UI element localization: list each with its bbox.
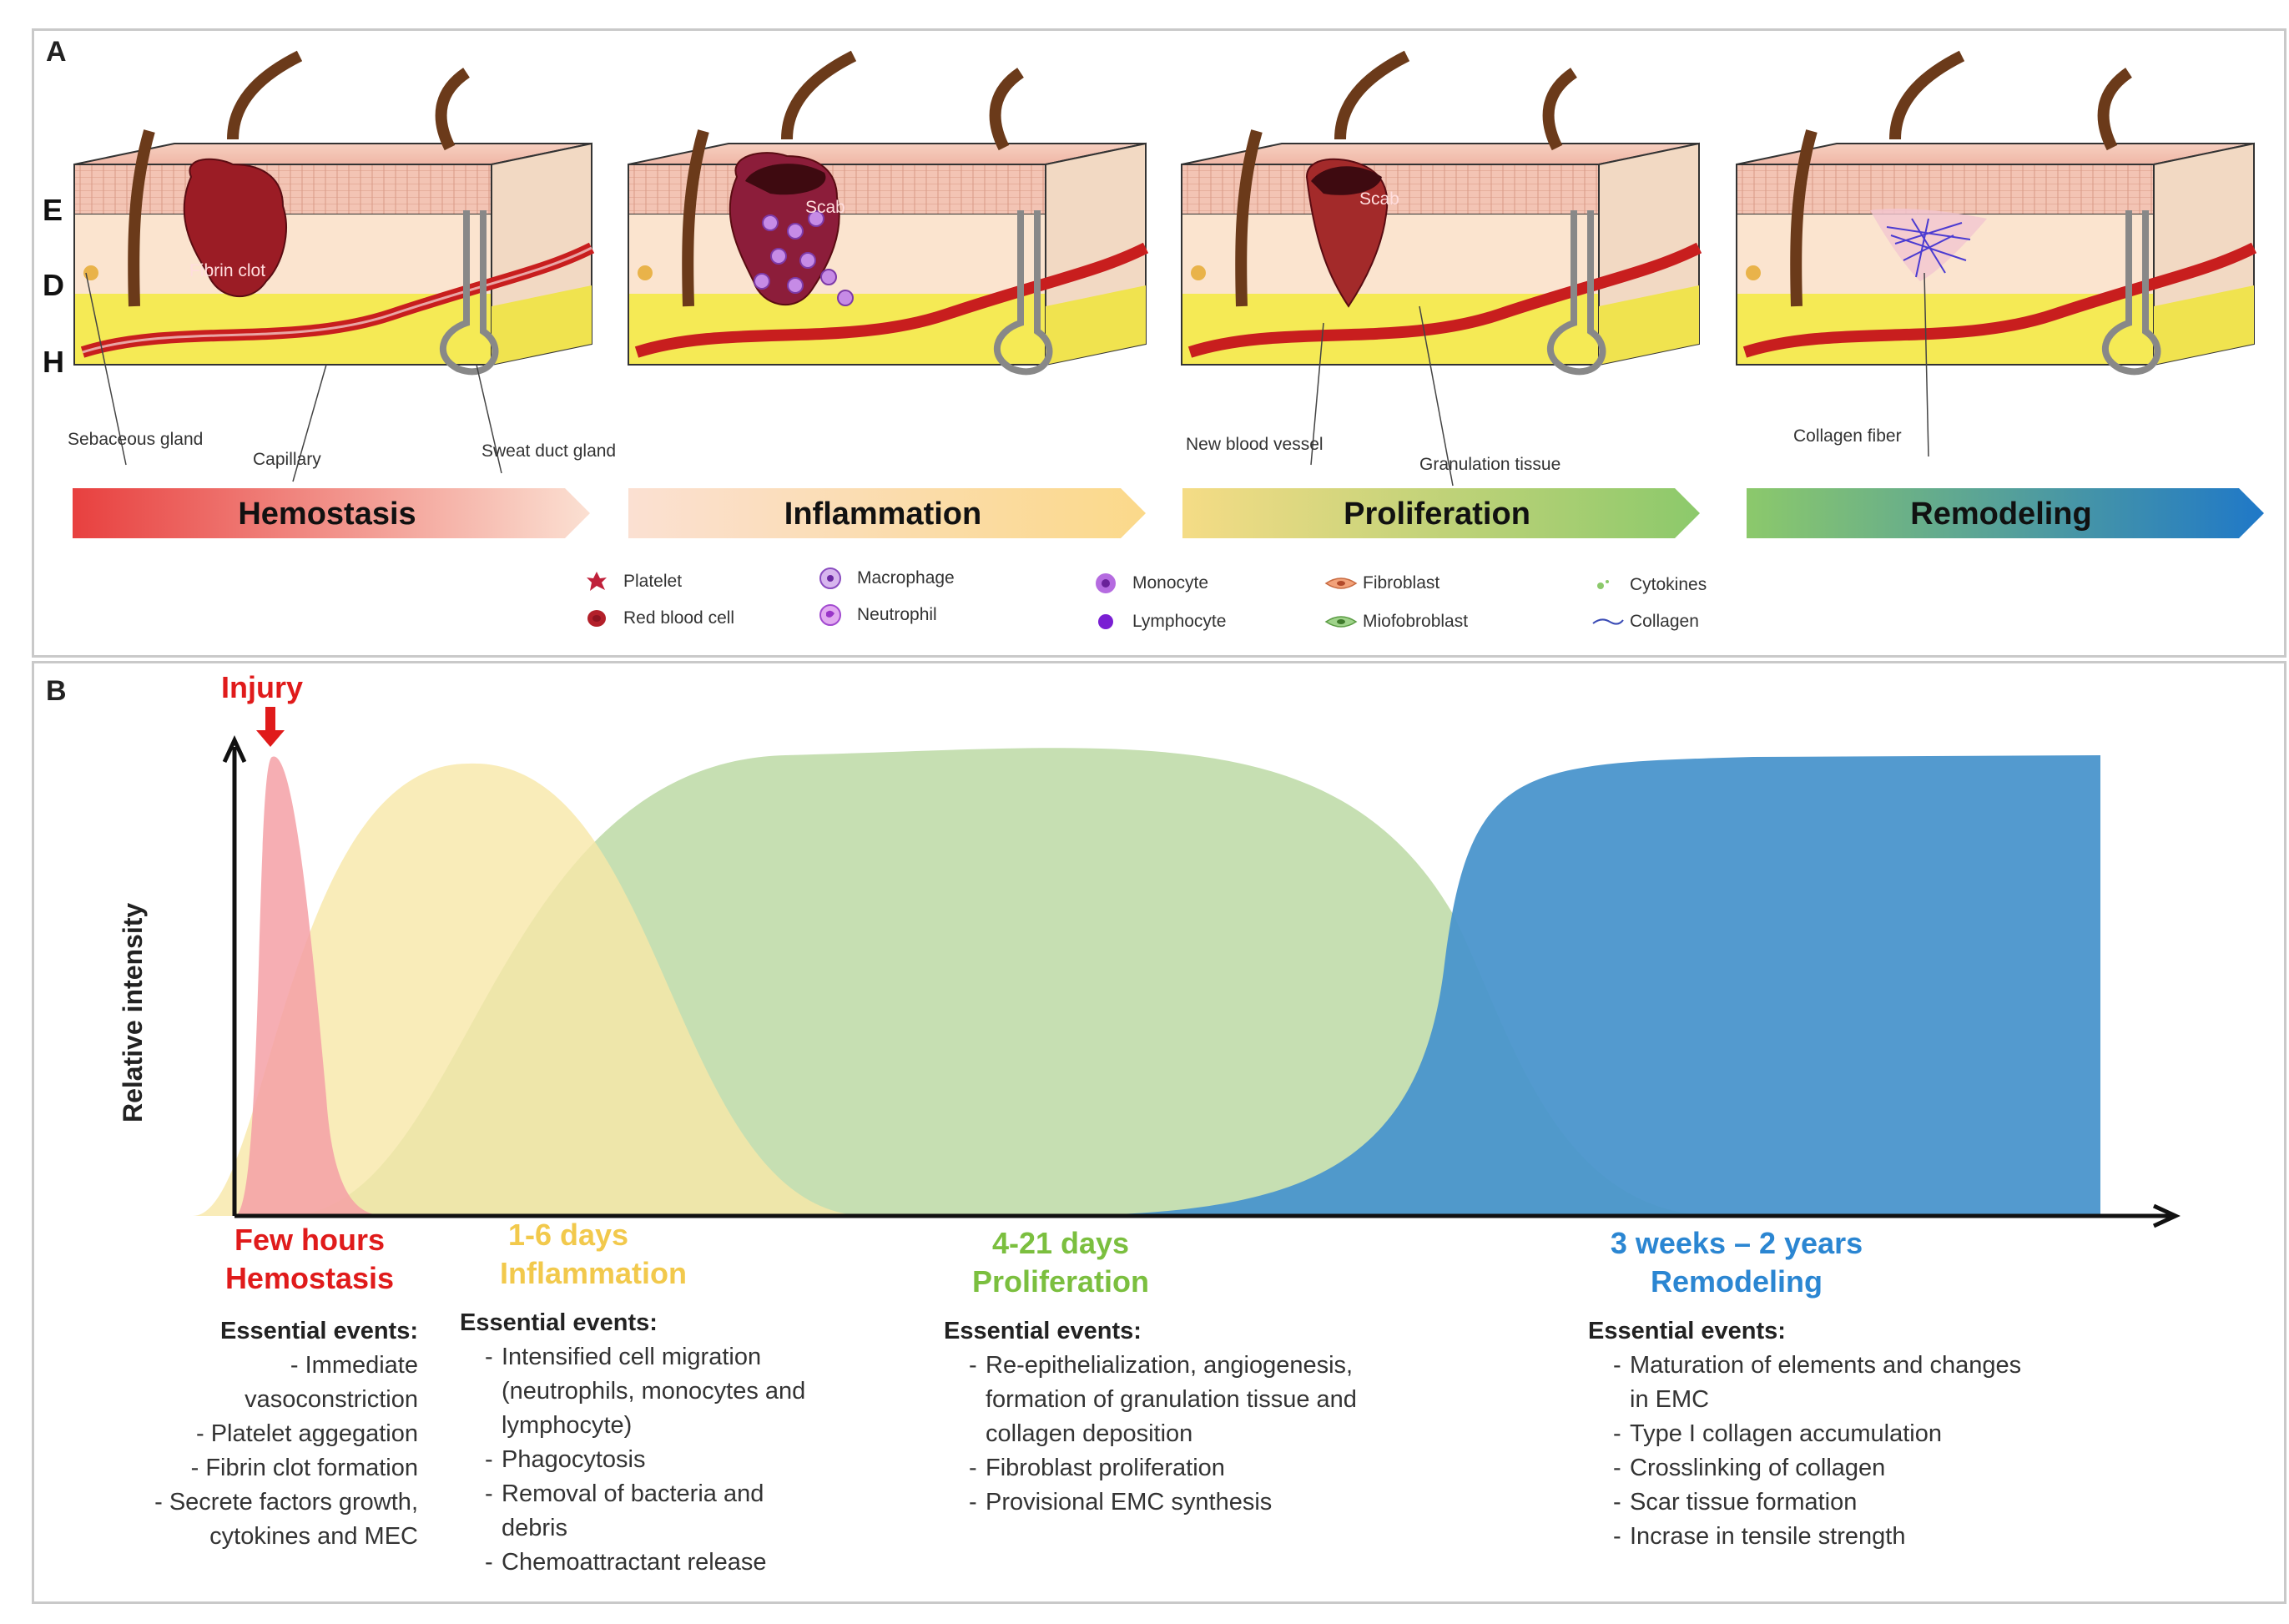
legend-item-myofibroblast: Miofobroblast bbox=[1324, 610, 1468, 633]
skin-block-proliferation bbox=[1181, 50, 1702, 376]
panel-b: B Injury Relative intensity Few hours He… bbox=[32, 661, 2286, 1604]
proliferation-events-title: Essential events: bbox=[944, 1318, 1142, 1344]
legend-item-monocyte: Monocyte bbox=[1094, 572, 1208, 595]
event-item: - Secrete factors growth, cytokines and … bbox=[154, 1489, 418, 1550]
skin-block-inflammation bbox=[628, 50, 1149, 376]
inflammation-events-list: Intensified cell migration (neutrophils,… bbox=[460, 1340, 827, 1580]
phase-arrow-label: Remodeling bbox=[1910, 497, 2091, 532]
event-item: Fibroblast proliferation bbox=[969, 1451, 1428, 1485]
event-item: Intensified cell migration (neutrophils,… bbox=[485, 1340, 827, 1443]
platelet-icon bbox=[585, 570, 608, 593]
phase-arrow-label: Hemostasis bbox=[238, 497, 416, 532]
legend-item-red-blood-cell: Red blood cell bbox=[585, 607, 734, 630]
remodeling-events-title: Essential events: bbox=[1588, 1318, 1786, 1344]
phase-arrow-bar: Hemostasis Inflammation Proliferation Remod… bbox=[73, 488, 2264, 538]
skin-block-hemostasis bbox=[73, 50, 595, 376]
y-axis-label: Relative intensity bbox=[118, 902, 148, 1122]
red-blood-cell-icon bbox=[585, 607, 608, 630]
scab-label-2: Scab bbox=[1359, 189, 1399, 209]
event-item: - Fibrin clot formation bbox=[190, 1455, 418, 1481]
remodeling-name: Remodeling bbox=[1650, 1264, 1823, 1299]
legend-item-macrophage: Macrophage bbox=[819, 567, 955, 590]
neutrophil-icon bbox=[819, 603, 842, 627]
epidermis-label: E bbox=[43, 193, 63, 227]
proliferation-events-list: Re-epithelialization, angiogenesis, form… bbox=[944, 1349, 1428, 1520]
panel-b-letter: B bbox=[46, 675, 67, 707]
hemostasis-name: Hemostasis bbox=[224, 1261, 395, 1295]
collagen-fiber-label: Collagen fiber bbox=[1793, 426, 1902, 446]
event-item: Incrase in tensile strength bbox=[1613, 1520, 2022, 1554]
skin-block-remodeling bbox=[1736, 50, 2257, 376]
monocyte-icon bbox=[1094, 572, 1117, 595]
dermis-label: D bbox=[43, 268, 64, 302]
skin-illustrations bbox=[73, 50, 2257, 487]
proliferation-name: Proliferation bbox=[971, 1264, 1150, 1299]
x-axis-arrowhead bbox=[2152, 1203, 2181, 1228]
granulation-tissue-label: Granulation tissue bbox=[1419, 455, 1561, 474]
event-item: Re-epithelialization, angiogenesis, form… bbox=[969, 1349, 1428, 1451]
remodeling-curve bbox=[1036, 755, 2100, 1216]
legend-item-neutrophil: Neutrophil bbox=[819, 603, 937, 627]
panel-a-letter: A bbox=[46, 36, 67, 68]
sweat-duct-gland-label: Sweat duct gland bbox=[481, 441, 617, 461]
legend-item-cytokines: Cytokines bbox=[1591, 573, 1707, 597]
scab-label-1: Scab bbox=[805, 198, 845, 217]
legend-item-collagen: Collagen bbox=[1591, 610, 1699, 633]
axes bbox=[232, 747, 2171, 1218]
inflammation-name: Inflammation bbox=[499, 1256, 687, 1290]
inflammation-time: 1-6 days bbox=[507, 1218, 629, 1252]
lymphocyte-icon bbox=[1094, 610, 1117, 633]
hemostasis-events: Essential events: - Immediate vasoconstr… bbox=[134, 1314, 418, 1554]
phase-arrow-proliferation bbox=[1182, 488, 1700, 538]
legend-item-lymphocyte: Lymphocyte bbox=[1094, 610, 1226, 633]
event-item: Removal of bacteria and debris bbox=[485, 1477, 827, 1546]
hemostasis-time: Few hours bbox=[234, 1223, 386, 1257]
fibroblast-icon bbox=[1324, 572, 1358, 595]
injury-arrow-icon bbox=[256, 707, 285, 747]
hemostasis-events-list: - Immediate vasoconstriction - Platelet … bbox=[134, 1349, 418, 1554]
remodeling-time: 3 weeks – 2 years bbox=[1610, 1226, 1863, 1260]
hemostasis-events-title: Essential events: bbox=[220, 1318, 418, 1344]
proliferation-time: 4-21 days bbox=[991, 1226, 1130, 1260]
inflammation-events: Essential events: Intensified cell migra… bbox=[460, 1306, 827, 1580]
legend-item-platelet: Platelet bbox=[585, 570, 682, 593]
inflammation-events-title: Essential events: bbox=[460, 1309, 658, 1336]
injury-label: Injury bbox=[221, 670, 304, 704]
phase-arrow-label: Inflammation bbox=[784, 497, 981, 532]
sebaceous-gland-label: Sebaceous gland bbox=[68, 430, 204, 449]
fibrin-clot-label: Fibrin clot bbox=[189, 261, 266, 280]
panel-a: A E D H bbox=[32, 28, 2286, 658]
inflammation-curve bbox=[193, 763, 869, 1216]
myofibroblast-icon bbox=[1324, 610, 1358, 633]
event-item: - Immediate vasoconstriction bbox=[245, 1352, 418, 1413]
event-item: Provisional EMC synthesis bbox=[969, 1485, 1428, 1520]
phase-arrow-remodeling bbox=[1747, 488, 2264, 538]
new-blood-vessel-label: New blood vessel bbox=[1186, 435, 1323, 454]
phase-arrow-label: Proliferation bbox=[1344, 497, 1530, 532]
event-item: Crosslinking of collagen bbox=[1613, 1451, 2022, 1485]
hypodermis-label: H bbox=[43, 345, 64, 379]
phase-arrow-hemostasis bbox=[73, 488, 590, 538]
y-axis-arrowhead bbox=[222, 735, 247, 764]
intensity-curves bbox=[193, 707, 2181, 1228]
event-item: Phagocytosis bbox=[485, 1443, 827, 1477]
phase-arrow-inflammation bbox=[628, 488, 1146, 538]
event-item: Maturation of elements and changes in EM… bbox=[1613, 1349, 2022, 1417]
event-item: - Platelet aggegation bbox=[195, 1420, 418, 1447]
event-item: Type I collagen accumulation bbox=[1613, 1417, 2022, 1451]
collagen-icon bbox=[1591, 610, 1624, 633]
event-item: Scar tissue formation bbox=[1613, 1485, 2022, 1520]
proliferation-events: Essential events: Re-epithelialization, … bbox=[944, 1314, 1428, 1520]
cytokines-icon bbox=[1591, 573, 1615, 597]
hemostasis-curve bbox=[234, 756, 393, 1216]
remodeling-events: Essential events: Maturation of elements… bbox=[1588, 1314, 2022, 1554]
legend-item-fibroblast: Fibroblast bbox=[1324, 572, 1439, 595]
event-item: Chemoattractant release bbox=[485, 1546, 827, 1580]
capillary-label: Capillary bbox=[253, 450, 321, 469]
macrophage-icon bbox=[819, 567, 842, 590]
remodeling-events-list: Maturation of elements and changes in EM… bbox=[1588, 1349, 2022, 1554]
